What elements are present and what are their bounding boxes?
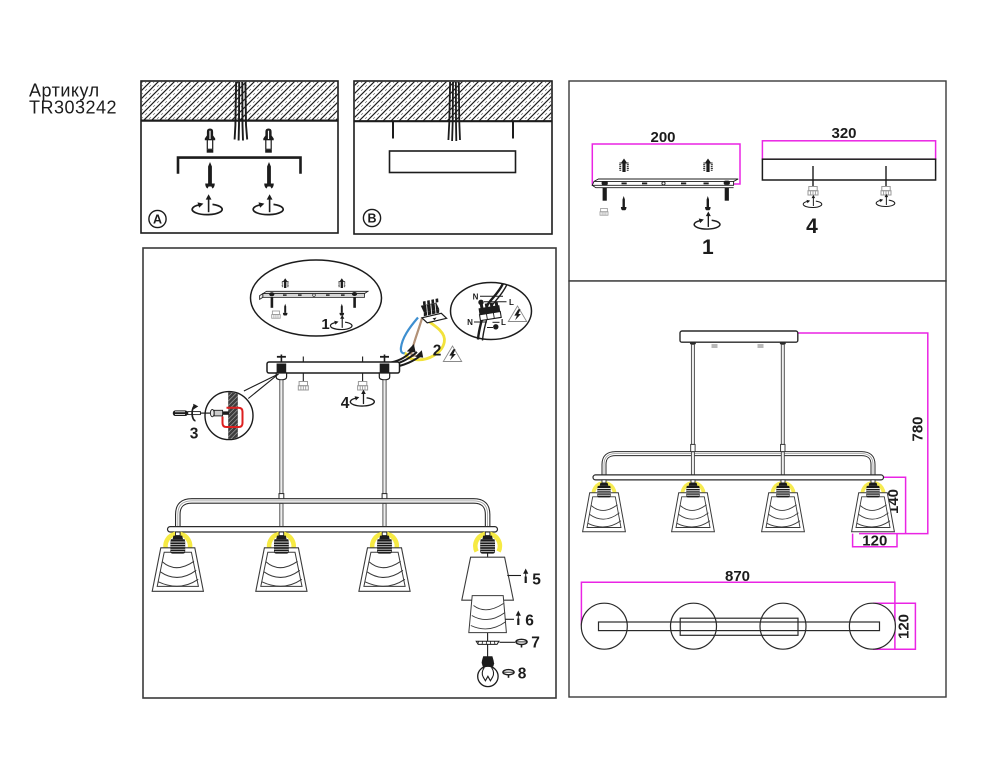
- svg-text:120: 120: [862, 533, 887, 550]
- svg-text:N: N: [467, 318, 473, 327]
- svg-text:L: L: [501, 318, 506, 327]
- svg-text:L: L: [509, 298, 514, 307]
- svg-text:200: 200: [650, 129, 675, 146]
- svg-text:TR303242: TR303242: [29, 98, 117, 118]
- svg-text:N: N: [473, 293, 479, 302]
- svg-text:Артикул: Артикул: [29, 81, 100, 101]
- svg-text:4: 4: [806, 215, 818, 238]
- svg-text:5: 5: [532, 572, 541, 589]
- svg-text:8: 8: [518, 666, 527, 683]
- svg-text:1: 1: [321, 316, 329, 333]
- svg-text:A: A: [153, 213, 162, 227]
- svg-text:780: 780: [910, 416, 927, 441]
- svg-text:2: 2: [433, 343, 442, 360]
- svg-text:320: 320: [831, 125, 856, 142]
- svg-text:4: 4: [341, 395, 350, 412]
- svg-text:7: 7: [531, 635, 540, 652]
- svg-text:1: 1: [702, 236, 714, 259]
- svg-text:3: 3: [190, 426, 199, 443]
- svg-text:B: B: [367, 212, 376, 226]
- svg-text:120: 120: [895, 614, 912, 639]
- svg-text:6: 6: [525, 613, 534, 630]
- svg-text:870: 870: [725, 568, 750, 585]
